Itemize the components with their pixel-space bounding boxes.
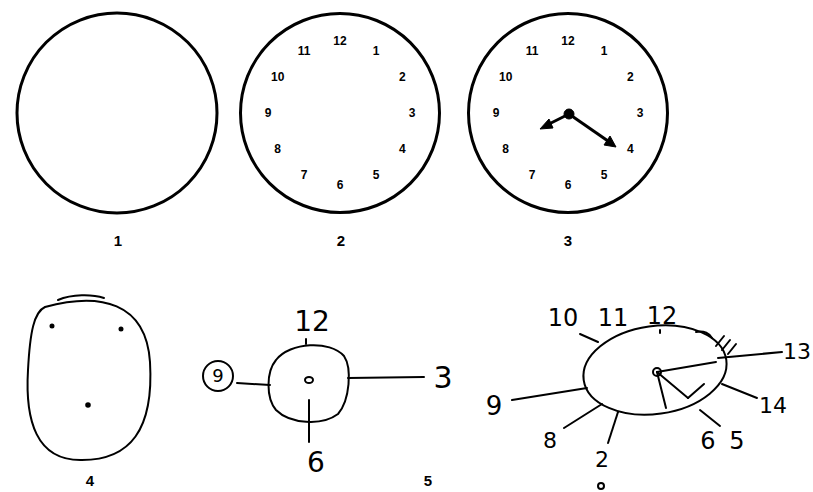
clock-numeral: 2 — [627, 71, 634, 83]
scribbled-face — [28, 301, 151, 460]
scribbled-mark — [696, 331, 712, 338]
clock-face: 121234567891011 — [467, 12, 669, 214]
clock-numeral: 4 — [399, 143, 406, 155]
clock-numeral: 6 — [337, 179, 344, 191]
tick — [308, 400, 310, 442]
tick — [580, 334, 598, 342]
hand — [688, 384, 704, 398]
slash-mark — [728, 344, 736, 354]
handwritten-numeral: 2 — [595, 449, 609, 471]
clock-numeral: 12 — [561, 35, 574, 47]
clock-numeral: 4 — [627, 143, 634, 155]
handwritten-numeral: 14 — [759, 395, 787, 417]
patient-drawing-5a — [203, 339, 424, 442]
clock-face: 121234567891011 — [239, 12, 441, 214]
clock-numeral: 7 — [301, 169, 308, 181]
scribble-circle — [203, 361, 233, 391]
tick — [659, 330, 661, 333]
handwritten-numeral: 5 — [729, 429, 744, 453]
clock-numeral: 8 — [502, 143, 509, 155]
handwritten-numeral: 12 — [647, 304, 678, 328]
clock-numeral: 7 — [529, 169, 536, 181]
clock-numeral: 11 — [298, 45, 311, 57]
handwritten-numeral: 12 — [294, 308, 330, 336]
clock-rim — [241, 14, 440, 213]
handwritten-numeral: 10 — [548, 306, 579, 330]
clock-numeral: 9 — [493, 107, 500, 119]
handwritten-numeral: 13 — [783, 341, 811, 363]
clock-numeral: 8 — [274, 143, 281, 155]
minute-hand-head — [604, 136, 616, 147]
panel-number: 5 — [424, 473, 432, 488]
small-circle — [598, 483, 604, 489]
hour-hand-head — [540, 119, 553, 129]
hand — [657, 362, 716, 372]
clock-hands — [540, 109, 616, 147]
clock-numeral: 6 — [565, 179, 572, 191]
tick — [305, 339, 307, 344]
clock-numeral: 1 — [601, 45, 608, 57]
clock-numeral: 5 — [373, 169, 380, 181]
panel-number: 3 — [564, 233, 572, 248]
handwritten-numeral: 11 — [598, 306, 629, 330]
clock-numeral: 3 — [409, 107, 416, 119]
handwritten-numeral: 9 — [212, 367, 223, 385]
clock-numeral: 9 — [265, 107, 272, 119]
clock-numeral: 5 — [601, 169, 608, 181]
hand — [657, 372, 688, 398]
handwritten-numeral: 6 — [307, 449, 325, 477]
slash-mark — [722, 340, 730, 350]
clock-numeral: 10 — [499, 71, 512, 83]
tick — [700, 410, 720, 426]
center-dot — [305, 377, 313, 383]
scribbled-mark — [58, 295, 104, 300]
clock-numeral: 10 — [271, 71, 284, 83]
clock-numeral: 2 — [399, 71, 406, 83]
minute-hand — [569, 114, 608, 141]
handwritten-numeral: 3 — [433, 363, 452, 393]
slash-mark — [716, 336, 724, 346]
panel-number: 1 — [114, 233, 122, 248]
tick — [348, 377, 424, 378]
tick — [237, 383, 270, 385]
dot — [120, 328, 123, 331]
dot — [86, 403, 90, 407]
empty-clock-face — [17, 13, 217, 213]
handwritten-numeral: 9 — [486, 393, 503, 419]
panel-number: 4 — [86, 473, 94, 488]
patient-drawing-5b — [512, 316, 782, 489]
handwritten-numeral: 6 — [700, 429, 715, 453]
clock-rim — [469, 14, 668, 213]
clock-numeral: 1 — [373, 45, 380, 57]
clock-numeral: 11 — [526, 45, 539, 57]
tick — [722, 384, 757, 398]
clock-numeral: 12 — [333, 35, 346, 47]
patient-drawing-4 — [28, 295, 151, 460]
panel-number: 2 — [337, 233, 345, 248]
clock-numeral: 3 — [637, 107, 644, 119]
handwritten-numeral: 8 — [543, 430, 557, 452]
tick — [608, 412, 618, 443]
tick — [564, 404, 602, 428]
dot — [51, 325, 54, 328]
tick — [512, 388, 587, 400]
oval-face — [578, 316, 733, 423]
